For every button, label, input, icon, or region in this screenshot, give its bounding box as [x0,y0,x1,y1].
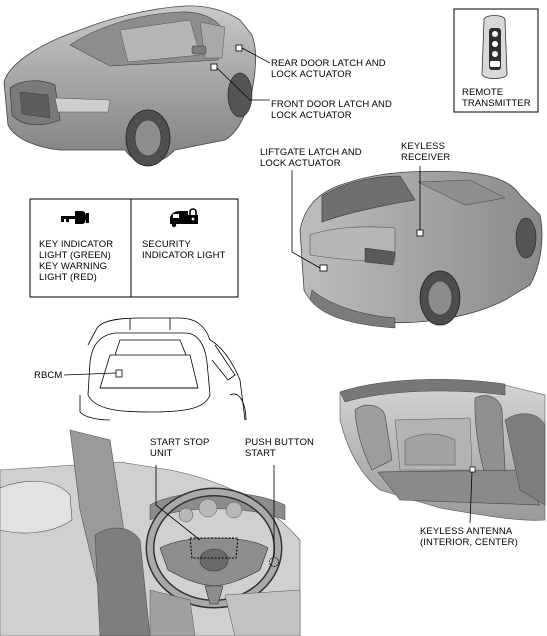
liftgate-actuator-marker [319,264,328,272]
rbcm-marker [115,369,123,378]
rbcm-leader [63,372,117,376]
key-indicator-icon [61,211,89,224]
push-button-start-highlight [269,557,279,567]
car-front-view [3,5,257,167]
rear-door-leader [241,47,271,64]
security-indicator-label: SECURITY INDICATOR LIGHT [142,239,226,261]
liftgate-leader [291,170,321,269]
security-indicator-icon [170,208,198,228]
push-button-start-label: PUSH BUTTON START [245,437,315,459]
front-door-latch-label: FRONT DOOR LATCH AND LOCK ACTUATOR [271,99,392,121]
key-indicator-label: KEY INDICATOR LIGHT (GREEN) KEY WARNING … [39,239,114,283]
front-door-leader [216,67,270,101]
start-stop-leader [155,465,201,541]
start-stop-unit-label: START STOP UNIT [150,437,210,459]
keyless-receiver-label: KEYLESS RECEIVER [401,141,451,163]
indicator-box [29,198,239,298]
rbcm-label: RBCM [34,370,63,381]
rear-door-actuator-marker [235,44,243,52]
keyless-antenna-label: KEYLESS ANTENNA (INTERIOR, CENTER) [420,526,518,548]
rear-door-latch-label: REAR DOOR LATCH AND LOCK ACTUATOR [271,58,386,80]
car-rear-view [299,170,543,329]
remote-transmitter-icon [481,15,508,79]
dashboard-view [0,429,301,636]
rear-seat-view [339,379,546,521]
keyless-antenna-leader [469,471,473,524]
keyless-receiver-marker [416,229,424,237]
front-door-actuator-marker [210,63,218,71]
keyless-antenna-marker [469,466,476,473]
start-stop-unit-highlight [189,537,239,559]
cargo-area-view [79,317,247,421]
remote-transmitter-label: REMOTE TRANSMITTER [462,87,531,109]
liftgate-latch-label: LIFTGATE LATCH AND LOCK ACTUATOR [260,147,362,169]
